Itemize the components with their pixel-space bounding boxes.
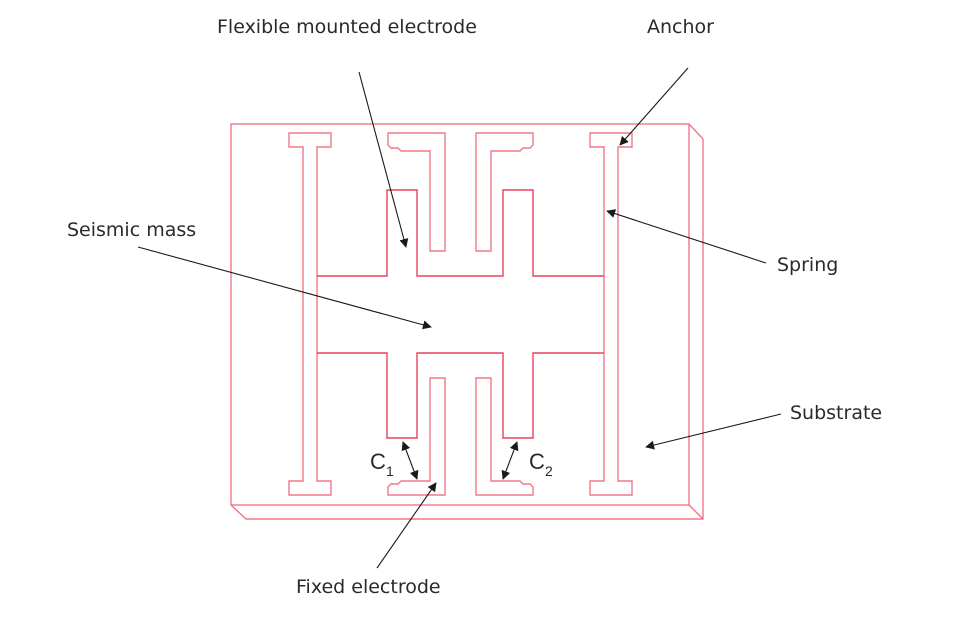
label-c1: C 1 <box>370 449 394 479</box>
label-c2-subscript: 2 <box>545 463 553 479</box>
right-anchor-spring <box>589 132 633 496</box>
substrate-corner-edge <box>688 504 704 520</box>
fixed-electrodes-top <box>387 132 534 252</box>
leader-seismic-mass <box>137 246 432 330</box>
fixed-electrode-bottom-left <box>387 377 446 496</box>
c2-gap-arrow <box>501 441 519 480</box>
label-c1-main: C <box>370 449 386 474</box>
substrate-top-face <box>230 123 690 506</box>
left-anchor-spring <box>288 132 332 496</box>
seismic-mass <box>317 189 604 439</box>
fixed-electrode-top-right <box>475 132 534 252</box>
label-seismic-mass: Seismic mass <box>67 219 196 241</box>
label-anchor: Anchor <box>647 16 714 38</box>
leader-flexible-electrode <box>358 71 409 248</box>
label-c2: C 2 <box>529 449 553 479</box>
leader-anchor <box>619 67 689 146</box>
c1-gap-arrow <box>401 441 419 480</box>
leader-spring <box>606 209 767 264</box>
right-spring <box>589 132 633 496</box>
label-fixed-electrode: Fixed electrode <box>296 576 441 598</box>
fixed-electrode-top-left <box>387 132 446 252</box>
label-substrate: Substrate <box>790 402 882 424</box>
label-spring: Spring <box>777 254 838 276</box>
fixed-electrode-bottom-right <box>475 377 534 496</box>
label-c2-main: C <box>529 449 545 474</box>
seismic-mass-outline <box>317 189 604 439</box>
substrate-side-faces <box>230 123 704 520</box>
substrate <box>230 123 704 520</box>
leader-substrate <box>645 413 782 450</box>
label-flexible-electrode: Flexible mounted electrode <box>217 16 477 38</box>
fixed-electrodes-bottom <box>387 377 534 496</box>
left-spring <box>288 132 332 496</box>
leader-fixed-electrode <box>376 482 437 569</box>
label-c1-subscript: 1 <box>386 463 394 479</box>
